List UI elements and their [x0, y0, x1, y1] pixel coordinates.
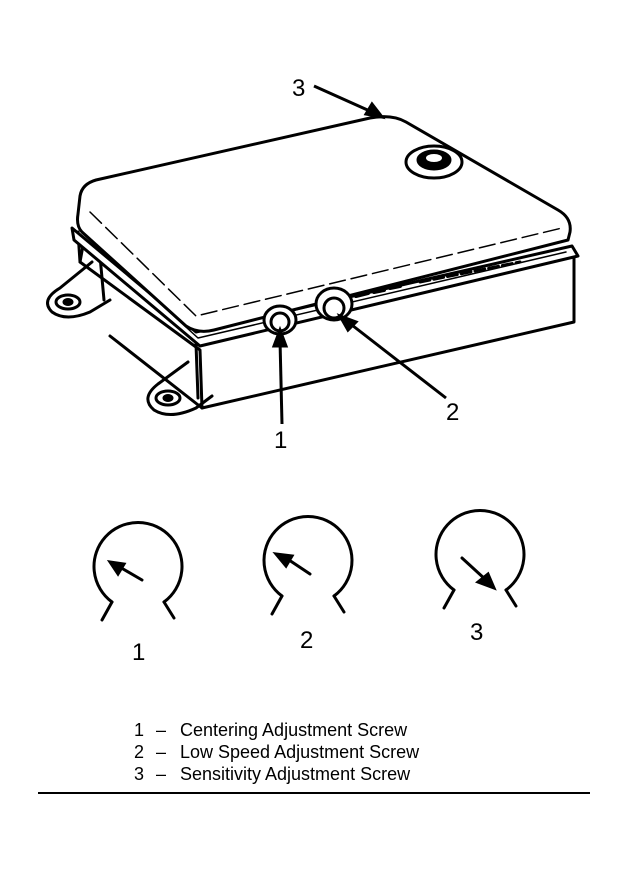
dial-2 — [262, 515, 354, 616]
callout-1-label: 1 — [274, 427, 287, 454]
dial-3 — [434, 509, 526, 610]
module-housing — [46, 115, 580, 416]
mounting-ear-front — [146, 342, 214, 416]
legend-number: 2 — [134, 742, 145, 762]
callout-3-label: 3 — [292, 75, 305, 102]
dial-2-label: 2 — [300, 627, 313, 654]
mounting-ear-left — [46, 254, 112, 319]
dial-1-label: 1 — [132, 639, 145, 666]
dial-3-label: 3 — [470, 619, 483, 646]
legend-number: 1 — [134, 720, 145, 740]
legend-label: Low Speed Adjustment Screw — [180, 742, 420, 762]
legend-label: Sensitivity Adjustment Screw — [180, 764, 411, 784]
housing-flange — [70, 226, 580, 348]
low-speed-screw — [314, 286, 354, 322]
housing-left-side — [76, 230, 204, 410]
legend-item-1: 1–Centering Adjustment Screw — [134, 719, 554, 741]
lid-grommet — [404, 144, 464, 180]
dial-1 — [92, 521, 184, 622]
callout-2-label: 2 — [446, 399, 459, 426]
legend-separator: – — [156, 742, 167, 762]
centering-screw — [262, 304, 298, 336]
legend: 1–Centering Adjustment Screw 2–Low Speed… — [134, 719, 554, 785]
legend-item-3: 3–Sensitivity Adjustment Screw — [134, 763, 554, 785]
legend-separator: – — [156, 764, 167, 784]
legend-separator: – — [156, 720, 167, 740]
legend-item-2: 2–Low Speed Adjustment Screw — [134, 741, 554, 763]
legend-label: Centering Adjustment Screw — [180, 720, 408, 740]
housing-front-side — [200, 256, 576, 410]
callout-leaders — [271, 84, 447, 425]
bottom-rule — [38, 792, 590, 794]
legend-number: 3 — [134, 764, 145, 784]
